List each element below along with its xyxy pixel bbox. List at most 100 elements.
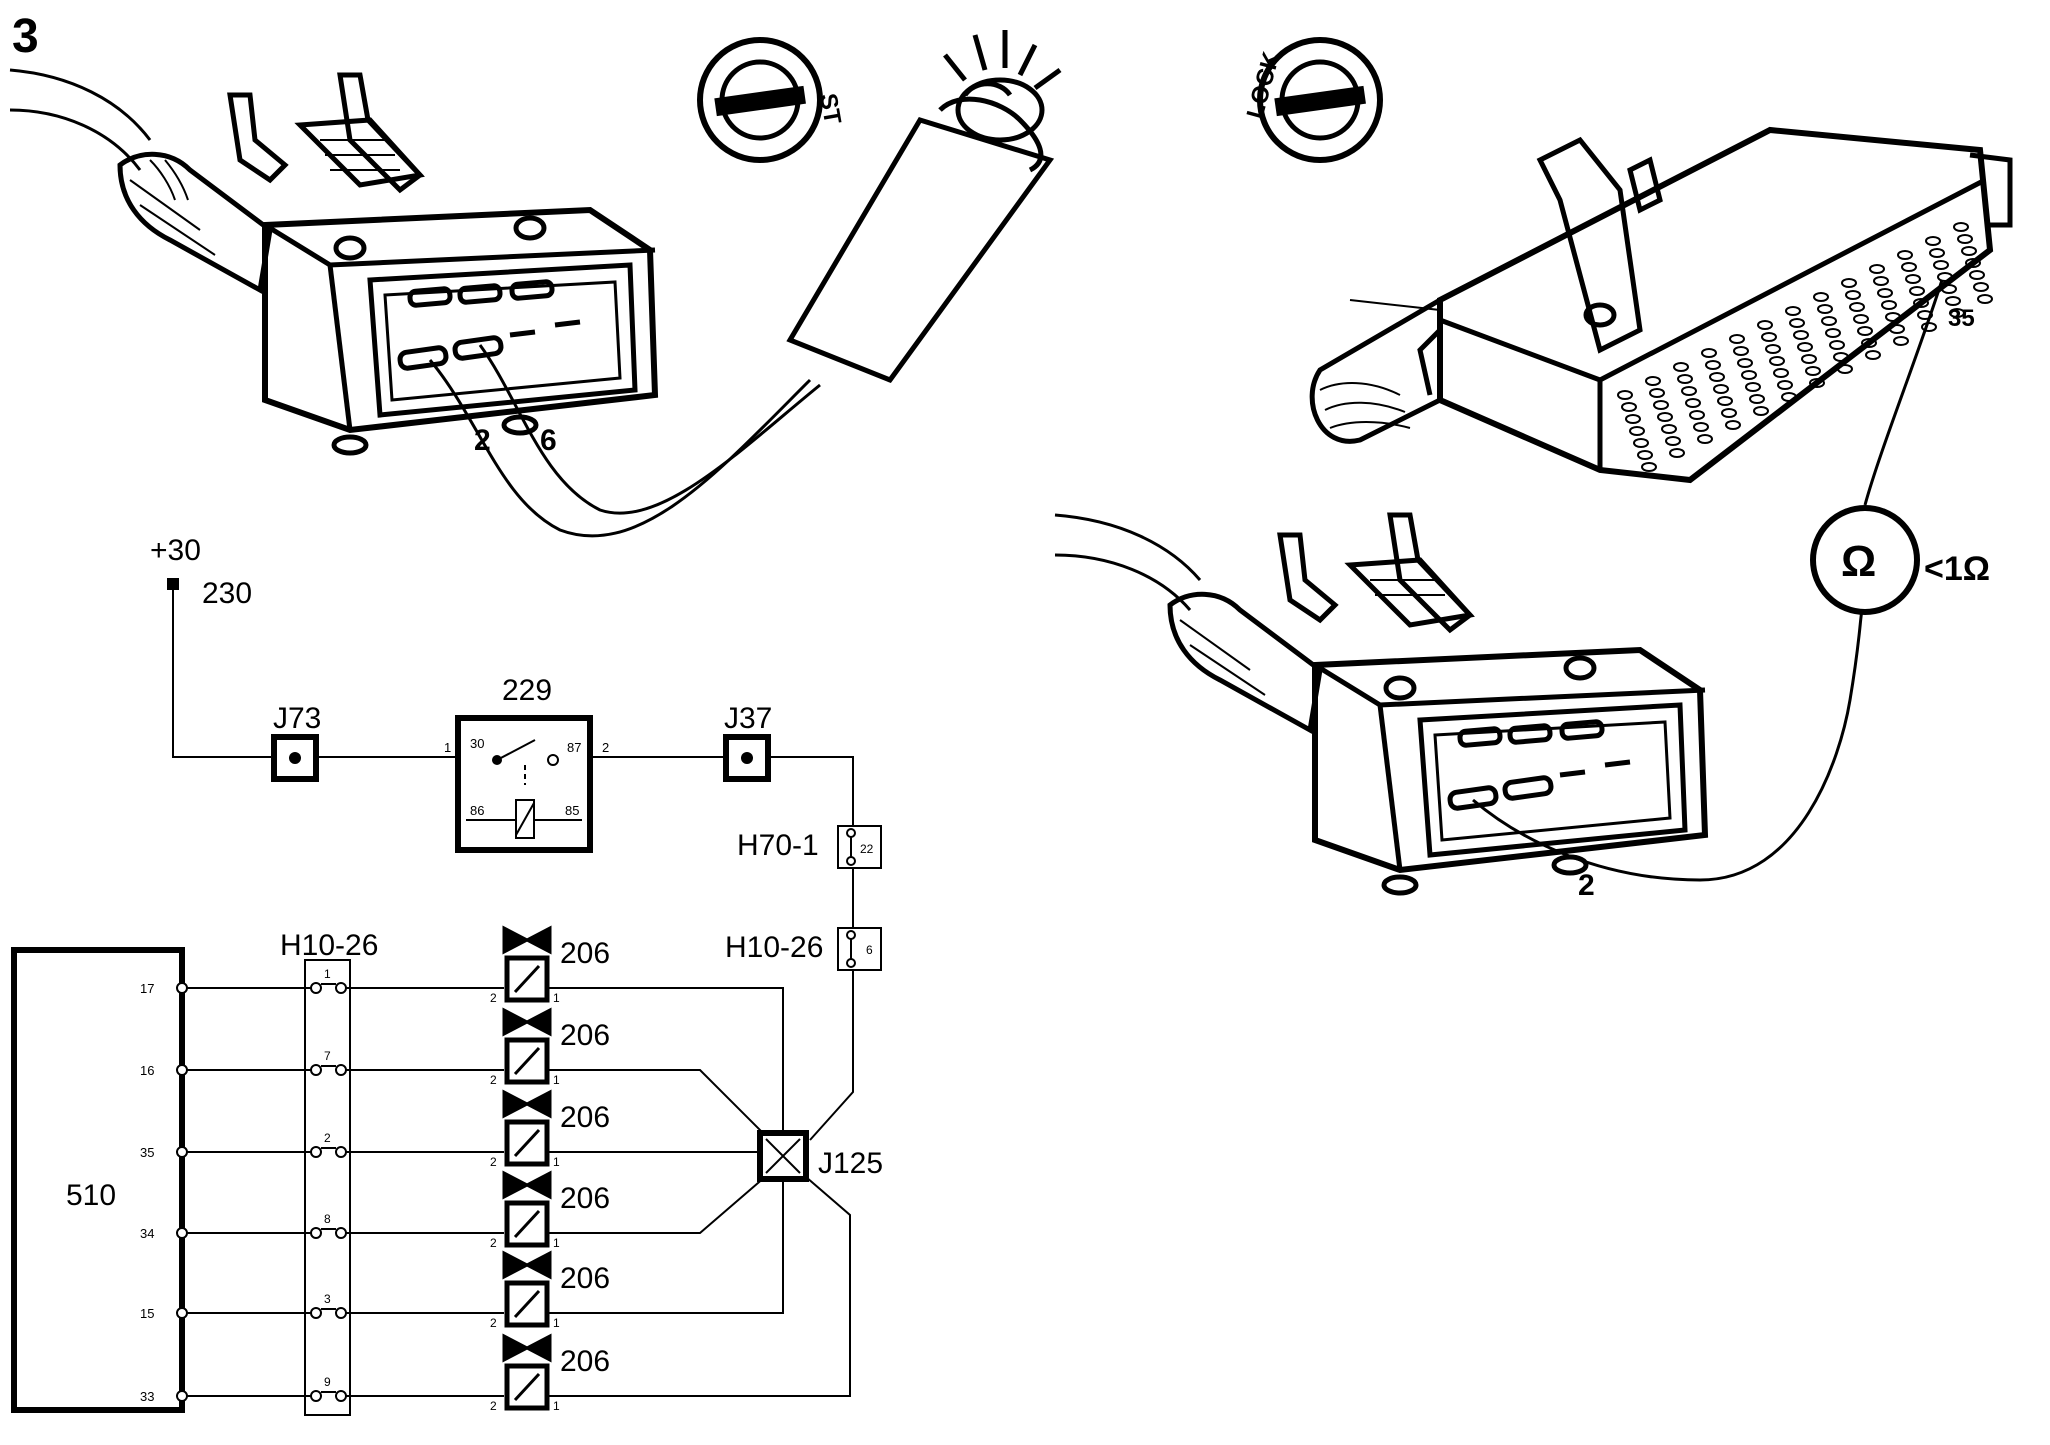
- ecu-pin-terminal: [176, 1146, 188, 1158]
- strip-pin-label: 7: [324, 1049, 331, 1063]
- ecu-pin-terminal: [176, 1390, 188, 1402]
- ecu-pin: [1861, 338, 1877, 348]
- relay-229: [455, 715, 593, 853]
- ecu-pin: [1869, 264, 1885, 274]
- ecu-pin: [1733, 346, 1749, 356]
- strip-pin-label: 3: [324, 1292, 331, 1306]
- ecu-pin: [1793, 330, 1809, 340]
- connector-h10-26-right: [837, 927, 882, 971]
- ecu-pin: [1885, 312, 1901, 322]
- ecu-pin: [1857, 326, 1873, 336]
- ecu-pin: [1961, 246, 1977, 256]
- ecu-pin: [1669, 448, 1685, 458]
- ecu-pin: [1913, 298, 1929, 308]
- ecu-pin: [1741, 370, 1757, 380]
- ground-point-j73-label: J73: [273, 702, 321, 735]
- ecu-510: [11, 947, 185, 1413]
- ecu-pin: [1661, 424, 1677, 434]
- ecu-pin: [1821, 316, 1837, 326]
- connector-h10-26-left: [304, 959, 351, 1416]
- ecu-pin: [1633, 438, 1649, 448]
- ecu-pin-terminal: [176, 982, 188, 994]
- injector-pin-left: 2: [490, 1316, 497, 1330]
- injector-ref-206: 206: [560, 1182, 610, 1215]
- injector-valve-icon: [502, 925, 552, 955]
- ecu-pin: [1781, 392, 1797, 402]
- ecu-pin: [1777, 380, 1793, 390]
- ecu-pin: [1817, 304, 1833, 314]
- strip-pin-label: 1: [324, 967, 331, 981]
- ecu-pin: [1757, 320, 1773, 330]
- injector-pin-left: 2: [490, 991, 497, 1005]
- ecu-pin-label: 35: [140, 1145, 154, 1160]
- supply-terminal: [167, 578, 179, 590]
- ecu-pin: [1677, 374, 1693, 384]
- ecu-pin: [1765, 344, 1781, 354]
- ecu-ref: 510: [66, 1179, 116, 1212]
- injector-pin-right: 1: [553, 1236, 560, 1250]
- ecu-pin-label: 16: [140, 1063, 154, 1078]
- strip-contact: [310, 1146, 322, 1158]
- ecu-pin: [1685, 398, 1701, 408]
- injector-valve-icon: [502, 1007, 552, 1037]
- junction-j125-label: J125: [818, 1147, 883, 1180]
- svg-text:6: 6: [866, 943, 873, 957]
- ecu-pin: [1649, 388, 1665, 398]
- ecu-pin: [1809, 378, 1825, 388]
- figure-number: 3: [12, 10, 39, 63]
- ecu-pin: [1697, 434, 1713, 444]
- injector-pin-right: 1: [553, 1316, 560, 1330]
- svg-text:22: 22: [860, 842, 874, 856]
- ecu-pin: [1873, 276, 1889, 286]
- strip-pin-label: 9: [324, 1375, 331, 1389]
- ecu-pin-terminal: [176, 1307, 188, 1319]
- ecu-pin: [1925, 236, 1941, 246]
- injector-valve-icon: [502, 1170, 552, 1200]
- ecu-pin: [1825, 328, 1841, 338]
- ecu-pin: [1617, 390, 1633, 400]
- ecu-pin: [1621, 402, 1637, 412]
- ecu-pin: [1629, 426, 1645, 436]
- pin-label-6: 6: [540, 424, 557, 457]
- strip-contact: [310, 982, 322, 994]
- ohmmeter-icon: [1810, 505, 1920, 615]
- injector-pin-left: 2: [490, 1236, 497, 1250]
- ecu-pin: [1937, 272, 1953, 282]
- ohm-symbol: Ω: [1841, 537, 1876, 586]
- ecu-pin: [1773, 368, 1789, 378]
- ecu-pin: [1761, 332, 1777, 342]
- injector-pin-right: 1: [553, 1155, 560, 1169]
- ecu-pin: [1889, 324, 1905, 334]
- ecu-pin: [1965, 258, 1981, 268]
- ecu-pin: [1721, 408, 1737, 418]
- ecu-pin: [1933, 260, 1949, 270]
- ecu-pin: [1665, 436, 1681, 446]
- strip-contact: [335, 1390, 347, 1402]
- ecu-pin: [1625, 414, 1641, 424]
- injector-ref-206: 206: [560, 1262, 610, 1295]
- strip-contact: [335, 1146, 347, 1158]
- ecu-pin: [1709, 372, 1725, 382]
- strip-contact: [310, 1307, 322, 1319]
- ecu-pin: [1737, 358, 1753, 368]
- svg-text:85: 85: [565, 803, 579, 818]
- ecu-pin: [1897, 250, 1913, 260]
- ecu-pin-label: 15: [140, 1306, 154, 1321]
- injector-valve-icon: [502, 1250, 552, 1280]
- ecu-pin: [1681, 386, 1697, 396]
- ecu-pin: [1729, 334, 1745, 344]
- ecu-pin: [1901, 262, 1917, 272]
- ohm-reading: <1Ω: [1924, 550, 1990, 588]
- connector-pin-2-label: 2: [1578, 869, 1595, 902]
- injector-coil: [504, 955, 550, 1003]
- ecu-pin: [1705, 360, 1721, 370]
- ecu-pin: [1701, 348, 1717, 358]
- injector-pin-left: 2: [490, 1399, 497, 1413]
- ecu-pin: [1945, 296, 1961, 306]
- ecu-continuity-illustration: LOCK 35: [1054, 37, 2013, 902]
- ecu-pin: [1673, 362, 1689, 372]
- ecu-pin: [1725, 420, 1741, 430]
- ecu-pin: [1689, 410, 1705, 420]
